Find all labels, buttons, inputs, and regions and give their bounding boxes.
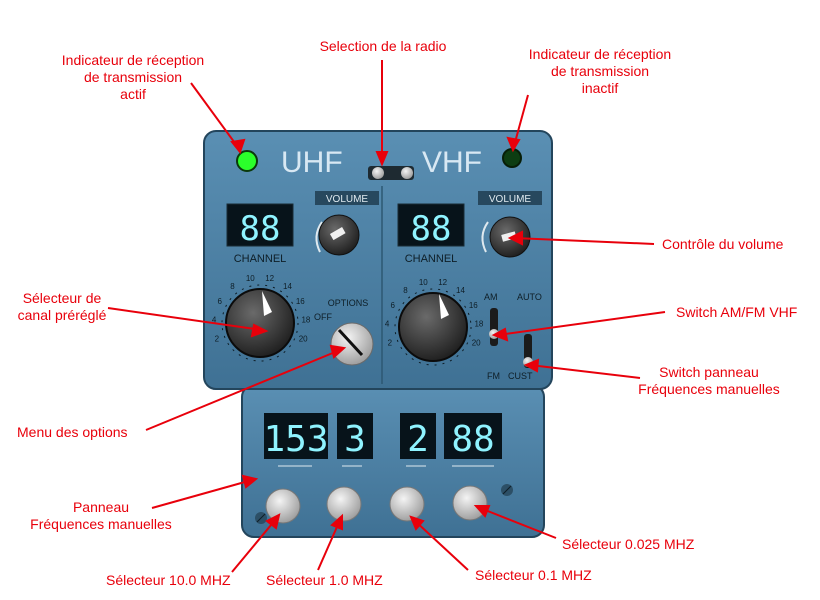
dial-tick-label: 8 [403,286,408,295]
freq-digits-vhf-a: 2 [407,419,429,460]
off-label: OFF [314,312,332,322]
dial-tick-label: 18 [301,315,310,324]
freq-display-uhf-b [337,413,373,459]
selector-10-knob[interactable] [265,488,301,524]
am-fm-switch[interactable] [490,308,498,346]
uhf-title: UHF [281,146,343,179]
annotation-radio-select: Selection de la radio [319,38,447,54]
dial-tick-label: 14 [283,282,292,291]
dial-tick-label: 6 [390,301,395,310]
annotation-options-menu: Menu des options [17,424,128,440]
freq-digits-vhf-b: 88 [451,419,494,460]
dial-tick-label: 14 [456,286,465,295]
dial-tick-label: 10 [419,278,428,287]
uhf-channel-digits: 88 [240,209,281,249]
dial-tick-label: 2 [388,339,393,348]
freq-display-vhf-a [400,413,436,459]
dial-tick-label: 10 [246,274,255,283]
vhf-channel-digits: 88 [411,209,452,249]
dial-tick-label: 2 [215,335,220,344]
fm-label: FM [487,371,500,381]
freq-display-vhf-b [444,413,502,459]
dial-tick-label: 8 [230,282,235,291]
uhf-channel-selector[interactable] [221,284,299,362]
annotation-rx-inactive: Indicateur de réception de transmission … [528,46,672,96]
uhf-receive-indicator [236,150,258,172]
vhf-channel-display [397,203,465,247]
dial-tick-label: 6 [217,297,222,306]
dial-tick-label: 12 [438,278,447,287]
annotation-rx-active: Indicateur de réception de transmission … [61,52,205,102]
uhf-channel-label: CHANNEL [234,253,287,265]
annotation-am-fm-switch: Switch AM/FM VHF [676,304,798,320]
selector-1-knob[interactable] [326,486,362,522]
uhf-volume-label: VOLUME [326,194,369,205]
am-label: AM [484,292,498,302]
annotation-sel-10: Sélecteur 10.0 MHZ [106,572,231,588]
vhf-volume-label: VOLUME [489,194,532,205]
radio-select-toggle[interactable] [368,166,414,180]
annotation-manual-panel: Panneau Fréquences manuelles [30,499,172,532]
annotation-manual-switch: Switch panneau Fréquences manuelles [638,364,780,397]
cust-label: CUST [508,371,533,381]
freq-display-uhf-a [264,413,328,459]
annotation-sel-0025: Sélecteur 0.025 MHZ [562,536,695,552]
dial-tick-label: 16 [296,297,305,306]
selector-0025-knob[interactable] [452,485,488,521]
auto-label: AUTO [517,292,542,302]
options-label: OPTIONS [328,298,369,308]
uhf-dial-ticks: 2 468 10 12 14 16 18 20 [212,274,311,344]
dial-tick-label: 12 [265,274,274,283]
dial-tick-label: 16 [469,301,478,310]
freq-digits-uhf-a: 153 [263,419,328,460]
dial-tick-label: 20 [472,339,481,348]
vhf-channel-label: CHANNEL [405,253,458,265]
vhf-channel-selector[interactable] [394,288,472,366]
vhf-dial-ticks: 2 468 10 12 14 16 18 20 [385,278,484,348]
annotation-volume: Contrôle du volume [662,236,784,252]
annotation-sel-01: Sélecteur 0.1 MHZ [475,567,592,583]
annotation-arrows [107,60,666,573]
uhf-channel-display [226,203,294,247]
vhf-title: VHF [422,146,482,179]
selector-01-knob[interactable] [389,486,425,522]
freq-digits-uhf-b: 3 [344,419,366,460]
dial-tick-label: 20 [299,335,308,344]
vhf-receive-indicator [502,148,522,168]
dial-tick-label: 18 [474,319,483,328]
dial-tick-label: 4 [212,315,217,324]
annotation-sel-1: Sélecteur 1.0 MHZ [266,572,383,588]
dial-tick-label: 4 [385,319,390,328]
annotation-preset-channel: Sélecteur de canal préréglé [17,290,107,323]
